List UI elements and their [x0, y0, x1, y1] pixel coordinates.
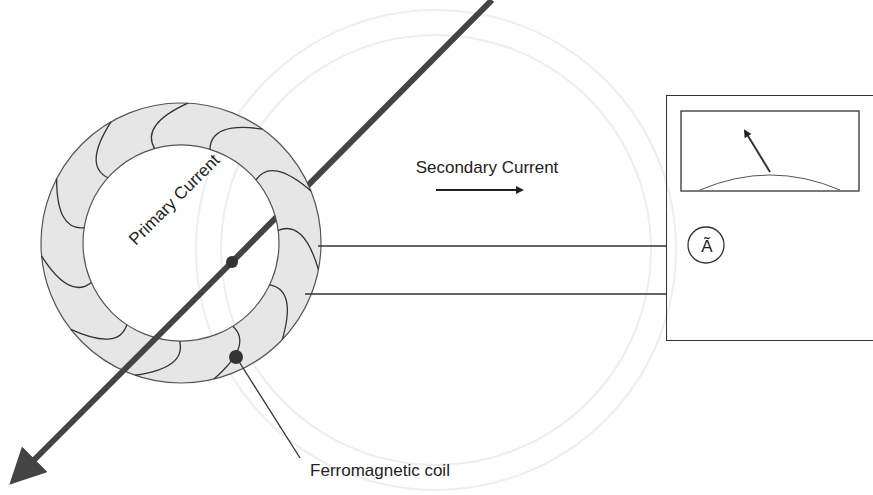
winding-turn [96, 122, 111, 178]
winding-turn [151, 103, 187, 148]
winding-turn [270, 285, 288, 340]
coil-label: Ferromagnetic coil [310, 462, 450, 481]
ammeter-symbol [688, 227, 724, 263]
primary-conductor-out [22, 262, 232, 472]
winding-turn [135, 341, 180, 375]
current-arrow [436, 189, 522, 191]
ferromagnetic-core [41, 103, 321, 383]
ammeter-letter: Ã [701, 238, 712, 255]
winding-turn [57, 179, 85, 228]
coil-windings [42, 103, 319, 379]
winding-turn [278, 229, 318, 270]
conductor-dot [226, 256, 238, 268]
primary-conductor [232, 0, 492, 262]
winding-turn [256, 171, 311, 191]
meter-needle [745, 131, 770, 172]
ammeter-box: Ã [666, 95, 873, 341]
winding-turn [210, 127, 262, 149]
coil-dot [229, 350, 243, 364]
winding-turn [71, 325, 127, 340]
secondary-wire [318, 245, 666, 246]
winding-turn [42, 256, 92, 287]
leader-line [238, 360, 300, 458]
secondary-wire [305, 293, 666, 294]
watermark-emblem [196, 10, 676, 490]
primary-current-label: Primary Current [126, 151, 224, 249]
secondary-current-label: Secondary Current [416, 159, 559, 178]
meter-scale [700, 175, 840, 190]
meter-display [681, 111, 859, 191]
